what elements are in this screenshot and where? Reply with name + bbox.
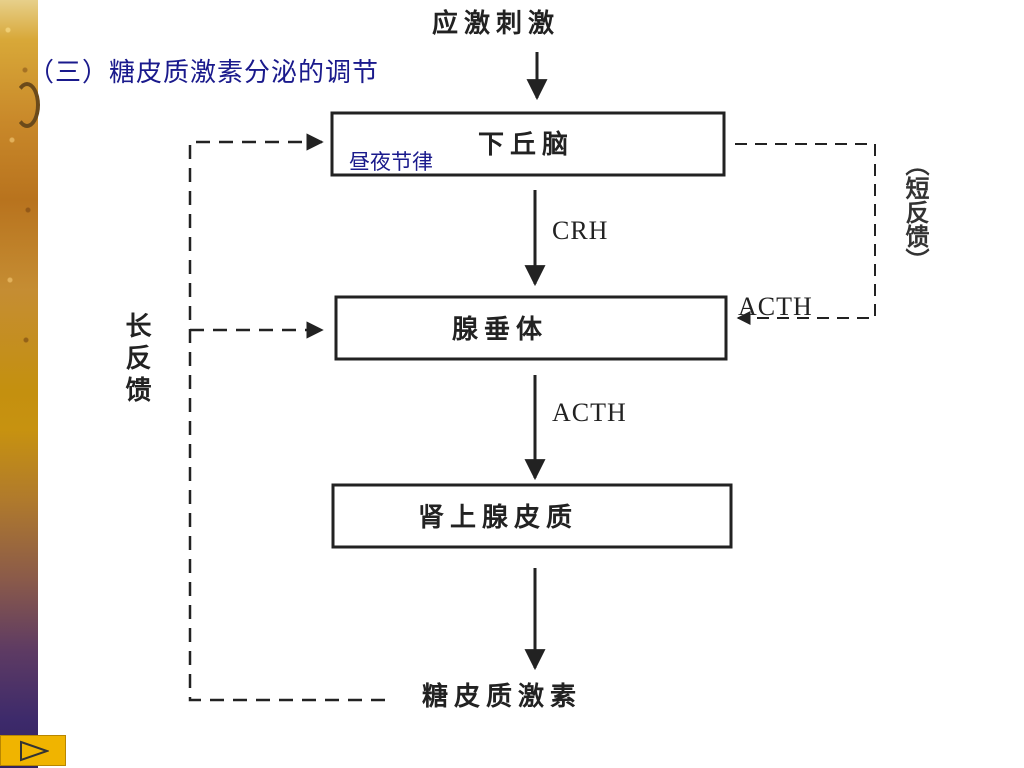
- acth-label: ACTH: [552, 398, 627, 427]
- long-feedback-loop: [188, 133, 385, 702]
- sidebar-decoration: [0, 0, 40, 768]
- acth-feedback-label: ACTH: [738, 292, 813, 321]
- slide-title: （三）糖皮质激素分泌的调节: [28, 58, 380, 88]
- circadian-rhythm-label: 昼夜节律: [349, 150, 433, 174]
- pituitary-box: [334, 295, 728, 361]
- hypothalamus-label: 下丘脑: [478, 130, 575, 160]
- sidebar-ornament: [14, 82, 40, 128]
- short-feedback-label: （短反馈）: [901, 152, 930, 272]
- glucocorticoid-label: 糖皮质激素: [422, 682, 583, 712]
- adrenal-cortex-box: [331, 483, 733, 549]
- stimulus-label: 应激刺激: [432, 9, 561, 39]
- crh-label: CRH: [552, 216, 609, 245]
- short-feedback-loop: [735, 143, 876, 325]
- play-triangle-icon: [20, 740, 49, 762]
- pituitary-label: 腺垂体: [452, 315, 549, 345]
- adrenal-cortex-label: 肾上腺皮质: [418, 503, 579, 533]
- long-feedback-label: 长反馈: [121, 312, 151, 408]
- hypothalamus-box: [330, 111, 726, 177]
- next-slide-button[interactable]: [0, 735, 66, 766]
